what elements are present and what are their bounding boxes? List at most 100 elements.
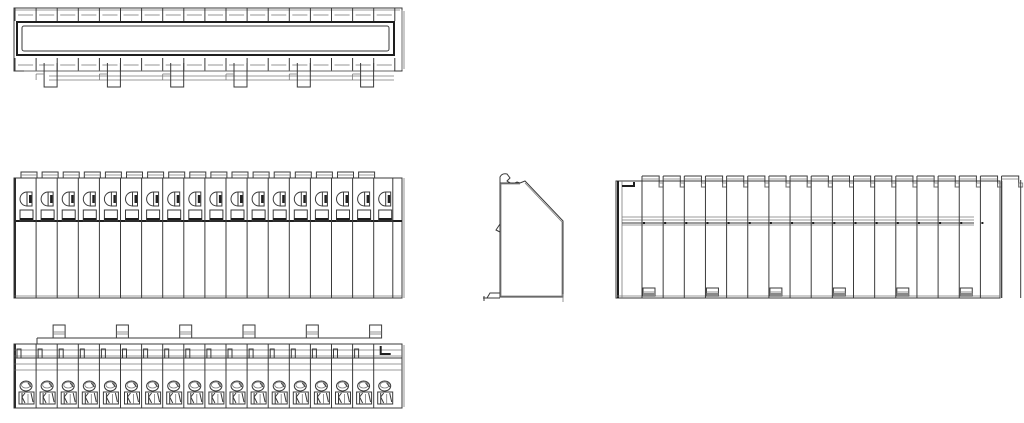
wire-entry <box>125 209 139 222</box>
screw-head-icon <box>103 380 117 392</box>
release-lever-icon <box>40 191 49 207</box>
wire-entry <box>40 209 55 222</box>
screw-head-icon <box>146 380 160 392</box>
clamp-marker <box>240 195 243 203</box>
wire-entry <box>314 209 329 222</box>
screw-head-icon <box>19 380 33 392</box>
rear-view <box>615 175 1024 299</box>
clamp-body <box>166 391 183 405</box>
latch-tab <box>170 63 185 88</box>
clamp-marker <box>92 195 95 203</box>
clamp-body <box>335 391 351 405</box>
wire-entry <box>357 209 372 222</box>
pole-slot <box>269 348 275 359</box>
clamp-body <box>39 391 56 405</box>
clamp-marker <box>71 195 74 203</box>
wire-entry <box>336 209 350 222</box>
screw-head-icon <box>293 380 307 392</box>
pole-slot <box>333 348 338 359</box>
screw-head-icon <box>188 380 202 392</box>
screw-head-icon <box>272 380 286 392</box>
clamp-body <box>187 391 204 405</box>
latch-tab <box>106 63 121 88</box>
screw-head-icon <box>230 380 244 392</box>
clamp-body <box>102 391 119 405</box>
clamp-body <box>145 391 162 405</box>
housing-outline <box>615 180 1001 299</box>
window-inner <box>21 25 390 52</box>
top-view <box>13 7 405 88</box>
pole-slot <box>143 348 149 359</box>
latch-hook <box>499 173 521 184</box>
clamp-body <box>271 391 288 405</box>
release-lever-icon <box>378 191 386 207</box>
comb-tooth <box>1001 175 1023 188</box>
clamp-body <box>292 391 309 405</box>
clamp-body <box>313 391 330 405</box>
release-lever-icon <box>209 191 217 207</box>
wire-entry <box>230 209 245 222</box>
clamp-marker <box>197 195 201 203</box>
side-profile <box>499 180 564 298</box>
wire-entry <box>82 209 97 222</box>
release-lever-icon <box>61 191 70 207</box>
latch-tab <box>233 63 248 88</box>
wire-entry <box>167 209 182 222</box>
wire-entry <box>19 209 34 222</box>
screw-head-icon <box>378 380 392 392</box>
pole-slot <box>100 348 106 359</box>
clamp-marker <box>282 195 285 203</box>
screw-head-icon <box>336 380 349 392</box>
release-lever-icon <box>125 191 133 207</box>
pole-slot <box>227 348 233 359</box>
screw-head-icon <box>167 380 181 392</box>
release-lever-icon <box>230 191 239 207</box>
side-bump <box>495 223 501 233</box>
clamp-body <box>60 391 77 405</box>
clamp-marker <box>261 195 264 203</box>
pole-slot <box>206 348 212 359</box>
screw-head-icon <box>357 380 371 392</box>
screw-head-icon <box>40 380 54 392</box>
screw-head-icon <box>82 380 96 392</box>
release-lever-icon <box>146 191 154 207</box>
latch-tab <box>242 324 256 339</box>
wire-entry-window <box>16 21 395 56</box>
clamp-marker <box>50 195 53 203</box>
latch-tab <box>296 63 311 88</box>
clamp-marker <box>29 195 32 203</box>
bottom-view <box>13 324 405 409</box>
pole-slot <box>79 348 85 359</box>
release-lever-icon <box>314 191 323 207</box>
pole-slot <box>290 348 296 359</box>
latch-tab <box>43 63 58 88</box>
pole-slot <box>354 348 360 359</box>
release-lever-icon <box>336 191 344 207</box>
wire-entry <box>272 209 287 222</box>
housing-outline <box>13 343 403 409</box>
pole-1-marker <box>622 182 635 187</box>
clamp-body <box>377 391 394 405</box>
pole-1-marker <box>379 346 391 355</box>
front-view <box>13 171 405 299</box>
screw-head-icon <box>61 380 75 392</box>
clamp-body <box>81 391 98 405</box>
release-lever-icon <box>19 191 28 207</box>
release-lever-icon <box>251 191 260 207</box>
side-view <box>483 173 564 302</box>
clamp-marker <box>303 195 306 203</box>
clamp-marker <box>113 195 116 203</box>
latch-tab <box>179 324 193 339</box>
clamp-body <box>229 391 246 405</box>
wire-entry <box>103 209 118 222</box>
clamp-marker <box>324 195 327 203</box>
clamp-body <box>356 391 373 405</box>
release-lever-icon <box>103 191 112 207</box>
release-lever-icon <box>272 191 281 207</box>
wire-entry <box>251 209 266 222</box>
release-lever-icon <box>188 191 196 207</box>
latch-tab <box>305 324 319 339</box>
pole-slot <box>16 348 22 359</box>
latch-tab <box>115 324 129 339</box>
